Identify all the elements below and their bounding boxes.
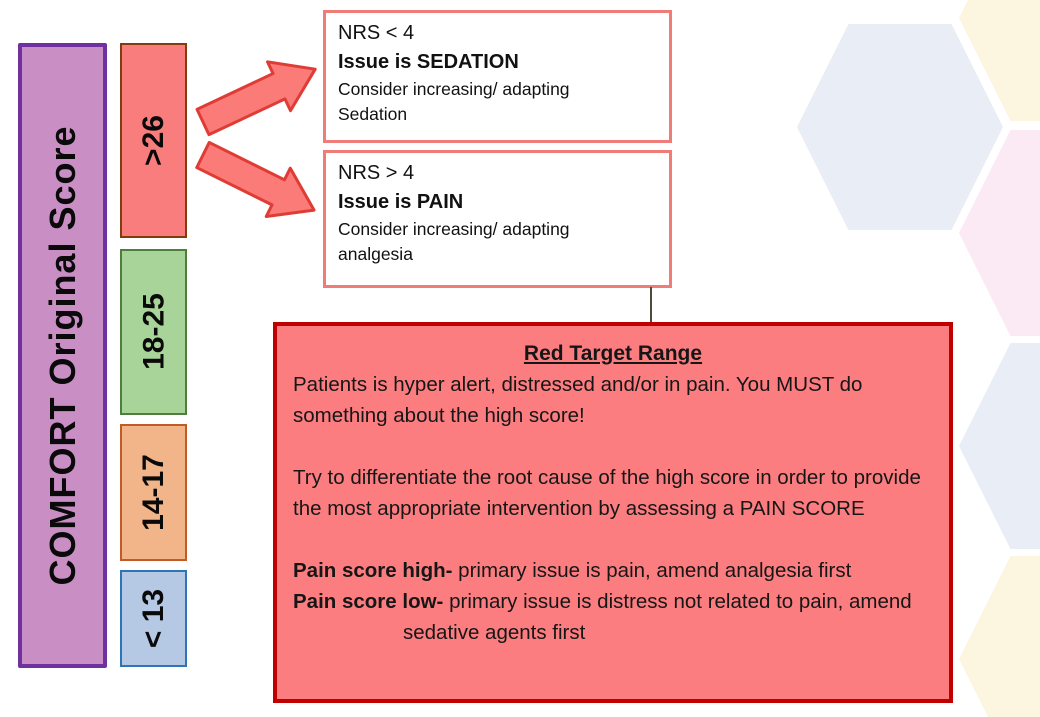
pain-score-low-label: Pain score low- xyxy=(293,590,444,613)
arrow-to-pain-icon xyxy=(195,140,316,219)
nrs-advice-text-2: Sedation xyxy=(338,104,408,124)
spacer xyxy=(293,524,933,555)
nrs-issue-text: Issue is SEDATION xyxy=(338,51,519,73)
score-range-label: 14-17 xyxy=(136,454,170,531)
score-range-label: >26 xyxy=(136,115,170,166)
nrs-issue-text: Issue is PAIN xyxy=(338,191,464,213)
pain-score-high-text: primary issue is pain, amend analgesia f… xyxy=(452,559,852,582)
arrow-to-sedation-icon xyxy=(195,60,317,137)
background-hexagon-blue-2 xyxy=(959,343,1040,549)
score-range-under-13: < 13 xyxy=(120,570,187,667)
spacer xyxy=(293,431,933,462)
score-range-14-17: 14-17 xyxy=(120,424,187,561)
nrs-pain-box: NRS > 4 Issue is PAIN Consider increasin… xyxy=(323,150,672,288)
pain-score-low-continuation: sedative agents first xyxy=(403,621,586,644)
pain-score-high-line: Pain score high- primary issue is pain, … xyxy=(293,555,933,586)
score-range-18-25: 18-25 xyxy=(120,249,187,415)
pain-score-low-line: Pain score low- primary issue is distres… xyxy=(293,586,933,617)
nrs-sedation-box: NRS < 4 Issue is SEDATION Consider incre… xyxy=(323,10,672,143)
nrs-advice-text: Consider increasing/ adapting xyxy=(338,219,570,239)
red-target-range-box: Red Target Range Patients is hyper alert… xyxy=(273,322,953,703)
background-hexagon-yellow-2 xyxy=(959,556,1040,717)
pain-score-low-text: primary issue is distress not related to… xyxy=(443,590,912,613)
flow-arrows xyxy=(195,60,317,219)
background-hexagon-blue-1 xyxy=(797,24,1003,230)
score-range-label: < 13 xyxy=(136,588,170,649)
red-target-paragraph-2: Try to differentiate the root cause of t… xyxy=(293,466,921,520)
nrs-advice-text-2: analgesia xyxy=(338,244,413,264)
red-target-paragraph-1: Patients is hyper alert, distressed and/… xyxy=(293,373,863,427)
pain-score-high-label: Pain score high- xyxy=(293,559,453,582)
nrs-threshold-text: NRS < 4 xyxy=(338,22,415,44)
nrs-advice-text: Consider increasing/ adapting xyxy=(338,79,570,99)
nrs-threshold-text: NRS > 4 xyxy=(338,162,415,184)
score-range-over-26: >26 xyxy=(120,43,187,238)
connector-line xyxy=(650,287,652,322)
comfort-scale-bar: COMFORT Original Score xyxy=(18,43,107,668)
score-range-label: 18-25 xyxy=(137,293,170,370)
red-target-range-title: Red Target Range xyxy=(523,342,703,365)
comfort-scale-title: COMFORT Original Score xyxy=(41,125,83,586)
